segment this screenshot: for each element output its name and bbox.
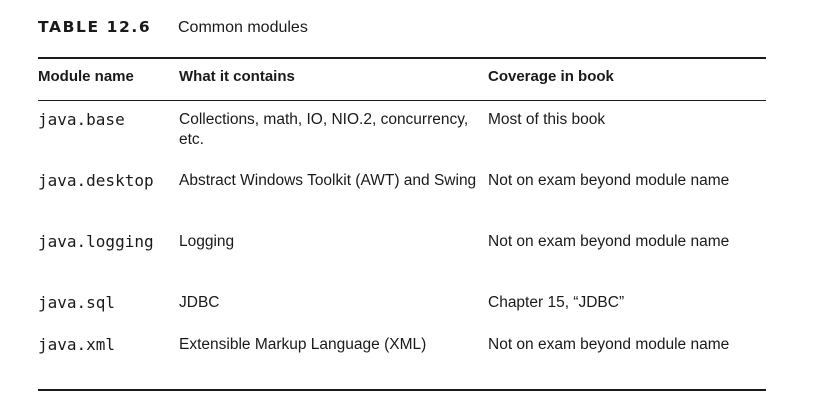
- module-name-cell: java.desktop: [38, 171, 154, 190]
- top-rule: [38, 57, 766, 59]
- module-name-cell: java.xml: [38, 335, 116, 354]
- coverage-cell: Most of this book: [488, 111, 606, 128]
- contents-cell: Logging: [179, 233, 235, 250]
- bottom-rule: [38, 389, 766, 391]
- coverage-cell: Not on exam beyond module name: [488, 336, 730, 353]
- coverage-cell: Not on exam beyond module name: [488, 233, 730, 250]
- table-title: Common modules: [178, 19, 308, 36]
- table-header-row: Module name What it contains Coverage in…: [38, 68, 766, 88]
- coverage-cell: Not on exam beyond module name: [488, 172, 730, 189]
- column-header-what-it-contains: What it contains: [179, 68, 295, 85]
- module-name-cell: java.logging: [38, 232, 154, 251]
- module-name-cell: java.base: [38, 110, 125, 129]
- coverage-cell: Chapter 15, “JDBC”: [488, 294, 625, 311]
- contents-cell: Collections, math, IO, NIO.2, concurrenc…: [179, 111, 469, 148]
- contents-cell: JDBC: [179, 294, 220, 311]
- table-number: TABLE 12.6: [38, 18, 152, 36]
- column-header-coverage-in-book: Coverage in book: [488, 68, 614, 85]
- header-rule: [38, 100, 766, 101]
- contents-cell: Extensible Markup Language (XML): [179, 336, 427, 353]
- module-name-cell: java.sql: [38, 293, 116, 312]
- table-caption: TABLE 12.6 Common modules: [38, 18, 308, 38]
- column-header-module-name: Module name: [38, 68, 134, 85]
- contents-cell: Abstract Windows Toolkit (AWT) and Swing: [179, 172, 477, 189]
